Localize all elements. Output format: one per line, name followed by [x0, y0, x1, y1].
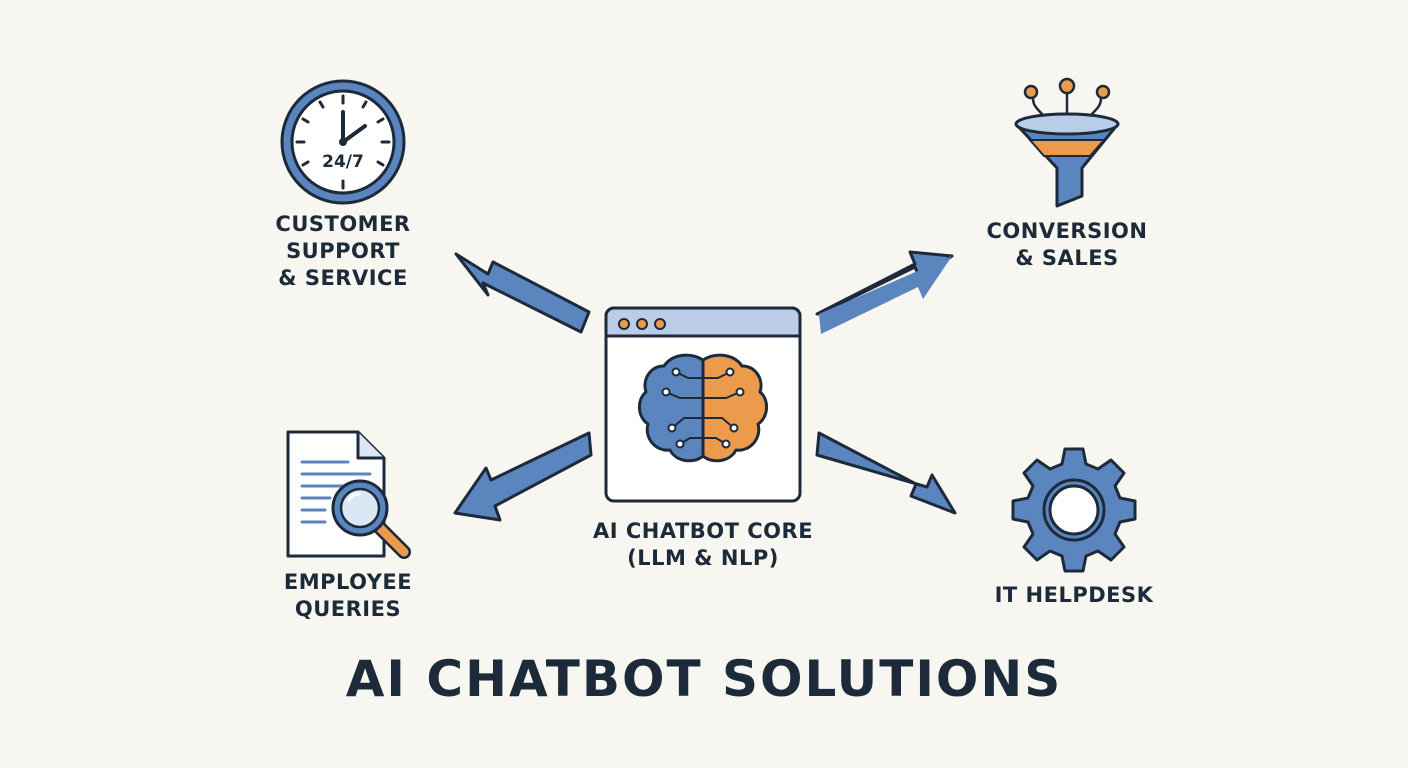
customer-support-line-1: CUSTOMER [275, 212, 411, 236]
diagram-title: AI CHATBOT SOLUTIONS [345, 650, 1063, 708]
brain-icon [638, 353, 768, 463]
window-dot-icon [618, 318, 630, 330]
conversion-sales-label: CONVERSION & SALES [967, 218, 1167, 272]
conversion-sales-line-1: CONVERSION [986, 219, 1148, 243]
window-dot-icon [636, 318, 648, 330]
arrow-to-conversion-sales [815, 250, 954, 334]
employee-queries-line-2: QUERIES [294, 597, 402, 621]
it-helpdesk-line-1: IT HELPDESK [994, 583, 1154, 607]
document-search-icon [286, 430, 411, 559]
it-helpdesk-label: IT HELPDESK [974, 582, 1174, 609]
core-label-line-2: (LLM & NLP) [627, 546, 779, 570]
funnel-icon [1014, 77, 1120, 208]
core-label: AI CHATBOT CORE (LLM & NLP) [553, 518, 853, 572]
customer-support-line-3: & SERVICE [278, 266, 408, 290]
clock-icon [280, 79, 406, 205]
arrow-to-customer-support [454, 252, 591, 334]
employee-queries-label: EMPLOYEE QUERIES [248, 569, 448, 623]
gear-icon [1011, 447, 1137, 573]
core-label-line-1: AI CHATBOT CORE [592, 519, 814, 543]
arrow-to-it-helpdesk [815, 431, 957, 515]
window-dot-icon [654, 318, 666, 330]
conversion-sales-line-2: & SALES [1015, 246, 1119, 270]
arrow-to-employee-queries [453, 431, 593, 522]
employee-queries-line-1: EMPLOYEE [283, 570, 413, 594]
clock-24-7-text: 24/7 [322, 152, 364, 172]
customer-support-line-2: SUPPORT [286, 239, 400, 263]
customer-support-label: CUSTOMER SUPPORT & SERVICE [243, 211, 443, 292]
